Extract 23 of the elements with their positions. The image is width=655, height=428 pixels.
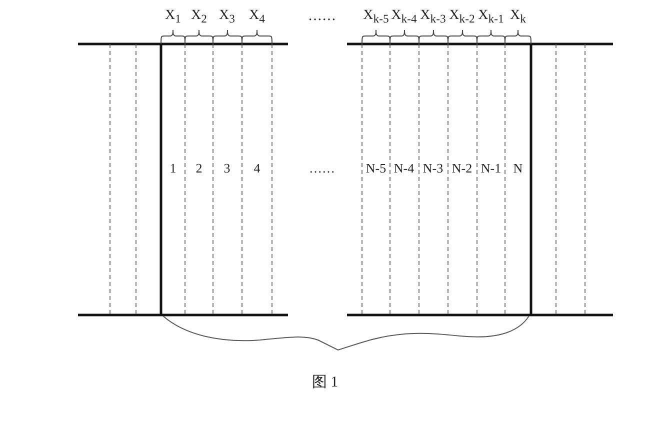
dimension-label: X$_{k-2}$ xyxy=(449,8,475,26)
strip-number: 3 xyxy=(224,162,230,174)
dimension-label: X$_{2}$ xyxy=(191,8,207,26)
strip-number: N-5 xyxy=(366,162,386,174)
strip-number: 1 xyxy=(170,162,176,174)
strip-number: N-1 xyxy=(480,162,502,174)
ellipsis: …… xyxy=(309,162,335,174)
strip-number: N xyxy=(513,162,523,174)
figure-caption: 图 1 xyxy=(312,376,338,390)
ellipsis: …… xyxy=(308,10,336,24)
dimension-label: X$_{k-5}$ xyxy=(363,8,389,26)
dimension-label: X$_{1}$ xyxy=(165,8,181,26)
strip-number: N-2 xyxy=(452,162,472,174)
strip-number: 2 xyxy=(196,162,202,174)
dimension-label: X$_{k}$ xyxy=(510,8,526,26)
strip-number: N-3 xyxy=(422,162,444,174)
dimension-label: X$_{k-4}$ xyxy=(391,8,417,26)
dimension-label: X$_{3}$ xyxy=(219,8,235,26)
strip-number: N-4 xyxy=(394,162,414,174)
dimension-label: X$_{4}$ xyxy=(249,8,265,26)
strip-number: 4 xyxy=(254,162,260,174)
dimension-label: X$_{k-1}$ xyxy=(478,8,504,26)
dimension-label: X$_{k-3}$ xyxy=(420,8,446,26)
